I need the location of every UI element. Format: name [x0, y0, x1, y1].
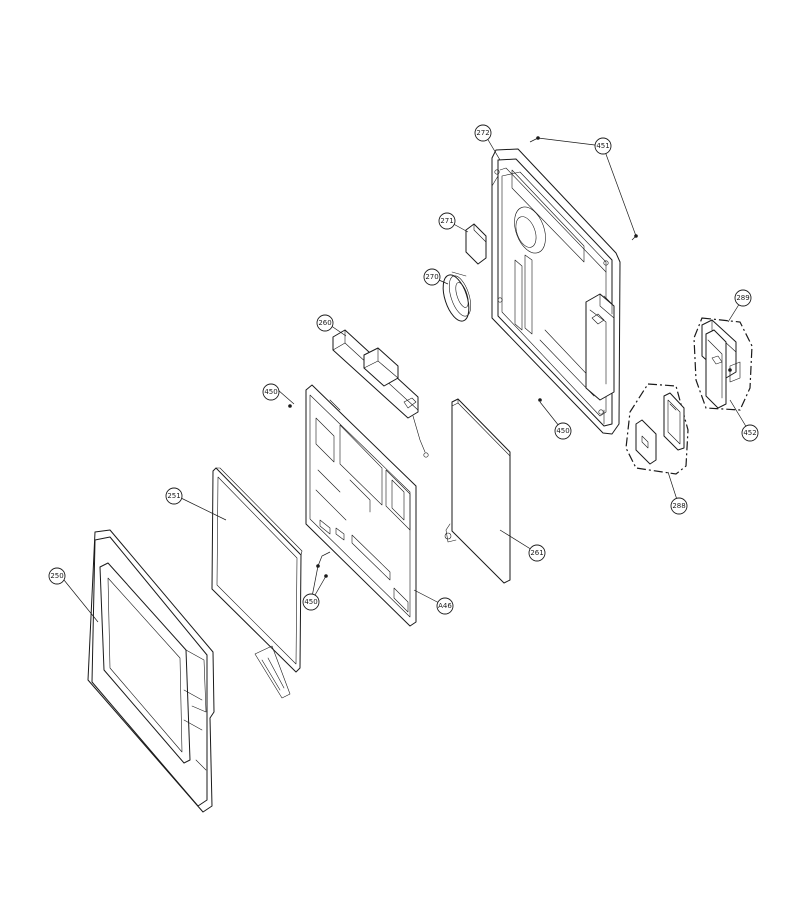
screw-icon: [538, 398, 542, 402]
callout-A46: A46: [436, 597, 454, 615]
callout-272: 272: [474, 124, 492, 142]
callout-label: 450: [556, 427, 569, 435]
callout-451: 451: [594, 137, 612, 155]
callout-label: 272: [476, 129, 489, 137]
callout-label: A46: [438, 602, 452, 610]
interface-board-part: [332, 329, 429, 458]
callout-label: 451: [596, 142, 609, 150]
callout-260: 260: [316, 314, 334, 332]
callout-250: 250: [48, 567, 66, 585]
callout-450-top: 450: [262, 383, 280, 401]
label-plate-part: [465, 223, 487, 265]
front-bezel-part: [87, 529, 215, 813]
callout-label: 288: [672, 502, 685, 510]
callout-251: 251: [165, 487, 183, 505]
screw-icon: [728, 368, 732, 372]
callout-271: 271: [438, 212, 456, 230]
callout-label: 260: [318, 319, 331, 327]
callout-label: 450: [264, 388, 277, 396]
callout-label: 452: [743, 429, 756, 437]
callout-450-right: 450: [554, 422, 572, 440]
callout-label: 270: [425, 273, 438, 281]
callout-452: 452: [741, 424, 759, 442]
callout-450-mid: 450: [302, 593, 320, 611]
callout-289: 289: [734, 289, 752, 307]
screw-icon: [288, 404, 292, 408]
card-slot-assembly-part: [625, 383, 689, 475]
callout-label: 251: [167, 492, 180, 500]
touch-panel-part: [444, 398, 511, 584]
main-board-part: [305, 384, 417, 627]
callout-label: 261: [530, 549, 543, 557]
callout-label: 271: [440, 217, 453, 225]
bracket-assembly-part: [693, 317, 753, 411]
callout-270: 270: [423, 268, 441, 286]
callout-261: 261: [528, 544, 546, 562]
speaker-part: [442, 271, 472, 322]
rear-housing-part: [491, 148, 621, 435]
callout-288: 288: [670, 497, 688, 515]
callout-label: 250: [50, 572, 63, 580]
lcd-panel-part: [211, 467, 303, 699]
callout-label: 450: [304, 598, 317, 606]
callout-label: 289: [736, 294, 749, 302]
